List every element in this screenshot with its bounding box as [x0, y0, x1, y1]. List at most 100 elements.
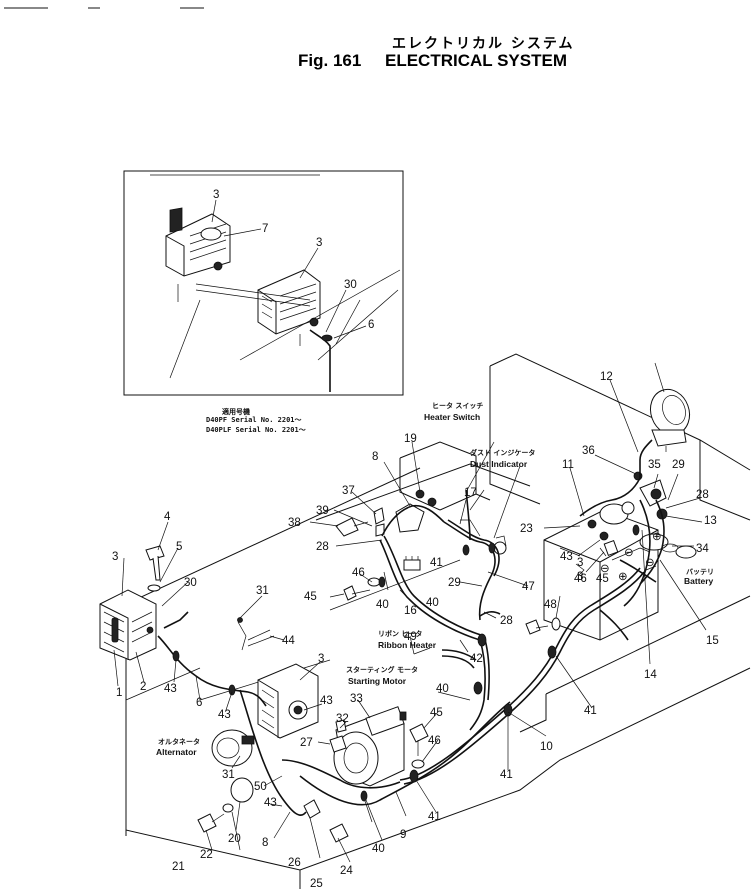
dust-indicator-label-en: Dust Indicator	[470, 459, 528, 469]
machine-frame	[125, 353, 751, 889]
callout-31-2: 31	[222, 769, 235, 781]
callout-41: 41	[430, 557, 443, 569]
svg-text:⊖: ⊖	[645, 557, 655, 569]
dust-indicator-label-jp: ダスト インジケータ	[470, 448, 535, 457]
callout-43-3: 43	[320, 695, 333, 707]
callout-11: 11	[562, 459, 574, 471]
title-en: ELECTRICAL SYSTEM	[385, 51, 567, 70]
callout-21: 21	[172, 861, 185, 873]
callout-39: 39	[316, 505, 329, 517]
callout-42: 42	[470, 653, 483, 665]
leader-lines	[113, 199, 707, 863]
callout-32: 32	[336, 713, 349, 725]
callout-29: 29	[448, 577, 461, 589]
callout-45-2: 45	[430, 707, 443, 719]
callout-36: 36	[582, 445, 595, 457]
heater-switch-label-jp: ヒータ スイッチ	[432, 401, 483, 410]
callout-16: 16	[404, 605, 417, 617]
callout-43: 43	[164, 683, 177, 695]
callout-40-3: 40	[436, 683, 449, 695]
callout-14: 14	[644, 669, 657, 681]
battery-cell-marks: 3 3 ⊖ ⊖ ⊖ ⊕ ⊕	[577, 531, 662, 583]
battery-relay-cluster	[575, 471, 697, 577]
callout-12: 12	[600, 371, 613, 383]
callout-49: 49	[404, 631, 417, 643]
callout-3-2: 3	[316, 237, 322, 249]
callout-45: 45	[304, 591, 317, 603]
inset-box	[123, 170, 404, 396]
callout-22: 22	[200, 849, 213, 861]
callout-25: 25	[310, 878, 323, 889]
callout-43-4: 43	[560, 551, 573, 563]
callout-45-3: 45	[596, 573, 609, 585]
callout-8: 8	[372, 451, 378, 463]
callout-28: 28	[316, 541, 329, 553]
callout-15: 15	[706, 635, 719, 647]
inset-applicability-jp: 適用号機	[222, 407, 250, 416]
callout-44: 44	[282, 635, 295, 647]
callout-1: 1	[116, 687, 122, 699]
callout-24: 24	[340, 865, 353, 877]
callout-5: 5	[176, 541, 182, 553]
fig-label: Fig. 161	[298, 51, 361, 70]
title-jp: エレクトリカル システム	[392, 36, 574, 52]
callout-38: 38	[288, 517, 301, 529]
callout-41-2: 41	[584, 705, 597, 717]
callout-28-2: 28	[500, 615, 513, 627]
callout-28-3: 28	[696, 489, 709, 501]
callout-33: 33	[350, 693, 363, 705]
callout-8-2: 8	[262, 837, 268, 849]
callout-9: 9	[400, 829, 406, 841]
callout-41-4: 41	[428, 811, 441, 823]
callout-46-2: 46	[428, 735, 441, 747]
callout-23: 23	[520, 523, 533, 535]
inset-serial-line-2: D40PLF Serial No. 2201～	[206, 426, 306, 434]
callout-43-5: 43	[264, 797, 277, 809]
callout-20: 20	[228, 833, 241, 845]
rear-lamp-center	[257, 663, 319, 739]
callout-34: 34	[696, 543, 709, 555]
callout-47: 47	[522, 581, 535, 593]
callout-41-3: 41	[500, 769, 513, 781]
inset-lamp-right	[257, 269, 321, 335]
svg-text:⊖: ⊖	[600, 563, 610, 575]
callout-4: 4	[164, 511, 171, 523]
callout-17: 17	[464, 487, 477, 499]
callout-3: 3	[213, 189, 219, 201]
svg-text:3: 3	[577, 571, 583, 583]
callout-40-2: 40	[426, 597, 439, 609]
headlamp	[649, 388, 691, 452]
inset-lamp-left	[165, 207, 231, 277]
starting-motor-label-en: Starting Motor	[348, 676, 407, 686]
switch-parts	[395, 489, 507, 571]
callout-7: 7	[262, 223, 268, 235]
ribbon-heater-label-jp: リボン ヒータ	[378, 629, 422, 638]
svg-text:⊕: ⊕	[618, 571, 628, 583]
callout-30: 30	[344, 279, 357, 291]
callout-30-2: 30	[184, 577, 197, 589]
callout-10: 10	[540, 741, 553, 753]
starting-motor	[333, 706, 407, 787]
callout-3-3: 3	[112, 551, 118, 563]
callout-35: 35	[648, 459, 661, 471]
callout-6-2: 6	[196, 697, 202, 709]
callout-3-4: 3	[318, 653, 324, 665]
callout-48: 48	[544, 599, 557, 611]
callout-43-2: 43	[218, 709, 231, 721]
battery-label-jp: バッテリ	[686, 568, 714, 576]
battery-label-en: Battery	[684, 576, 714, 586]
alternator	[211, 729, 255, 767]
hardware-parts	[145, 507, 561, 843]
rear-lamp-left	[99, 589, 157, 661]
callout-46-3: 46	[574, 573, 587, 585]
alternator-label-jp: オルタネータ	[158, 737, 200, 746]
callout-6: 6	[368, 319, 374, 331]
callout-2: 2	[140, 681, 146, 693]
callout-19: 19	[404, 433, 417, 445]
inset-serial-line-1: D40PF Serial No. 2201～	[206, 416, 302, 424]
callout-46: 46	[352, 567, 365, 579]
callout-50: 50	[254, 781, 267, 793]
alternator-label-en: Alternator	[156, 747, 197, 757]
callout-29-2: 29	[672, 459, 685, 471]
